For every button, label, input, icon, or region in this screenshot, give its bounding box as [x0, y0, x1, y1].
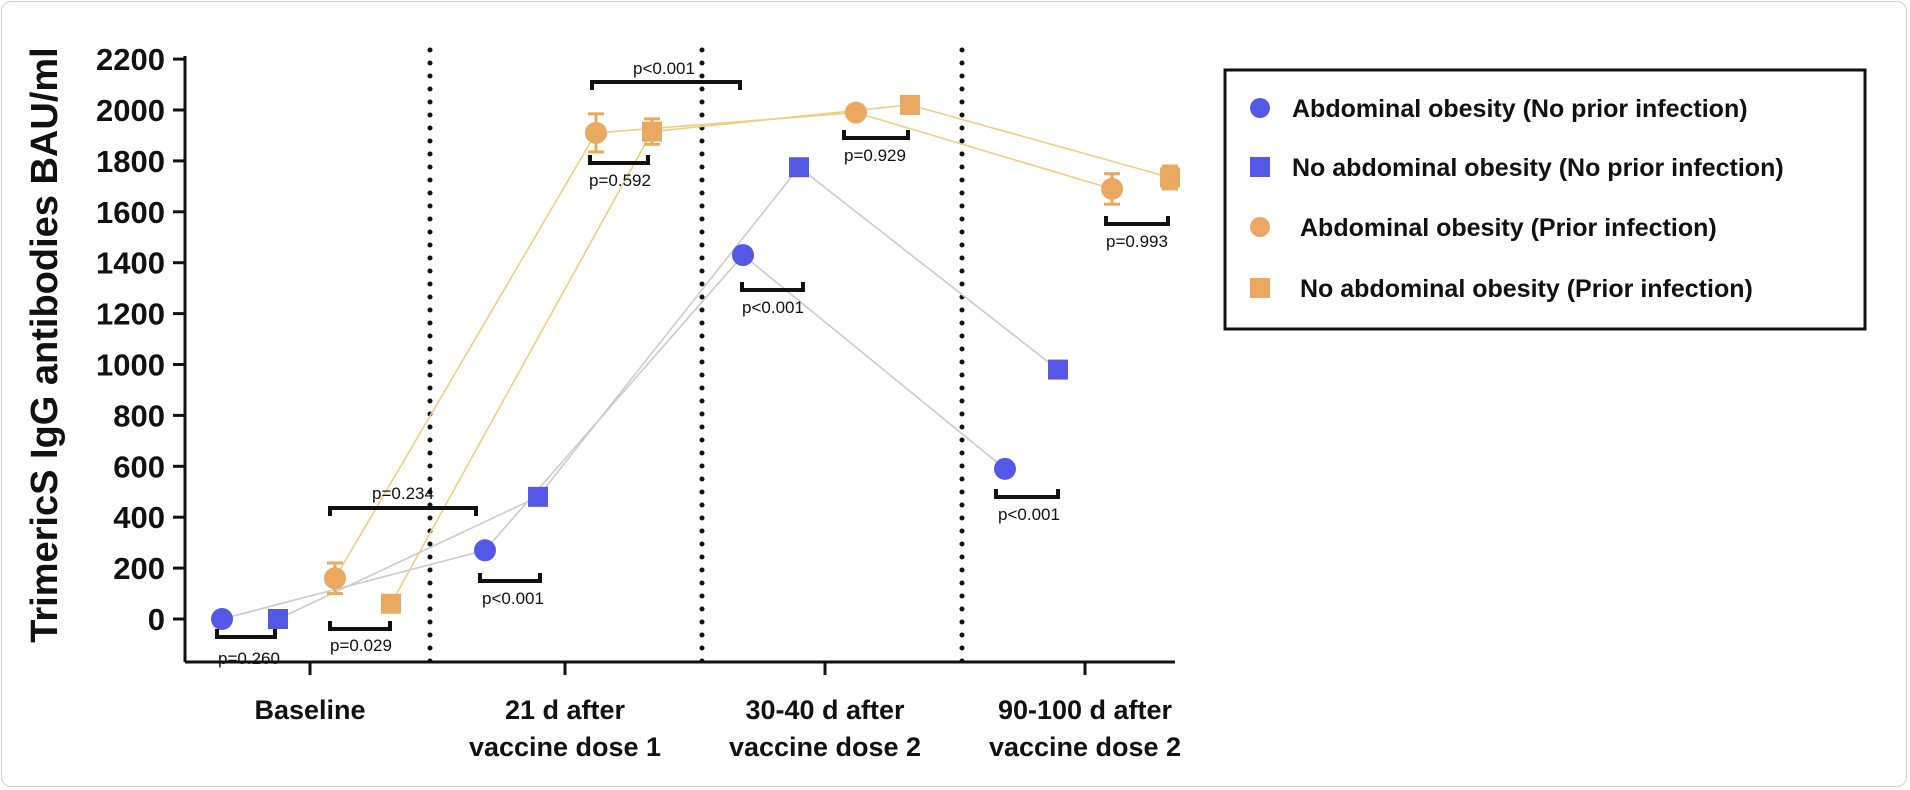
legend-label: Abdominal obesity (Prior infection) [1300, 214, 1717, 242]
data-point [211, 608, 233, 630]
data-point [474, 539, 496, 562]
x-tick-label: Baseline [254, 695, 365, 725]
x-tick-label: 21 d after [505, 695, 626, 725]
p-bracket [842, 130, 910, 140]
phase-dividers [427, 47, 965, 665]
legend: Abdominal obesity (No prior infection) No… [1223, 68, 1867, 331]
p-value-label: p=0.993 [1106, 232, 1168, 251]
x-categories: Baseline 21 d after vaccine dose 1 30-40 d … [254, 662, 1181, 762]
p-value-label: p=0.234 [372, 484, 434, 503]
p-value-label: p<0.001 [633, 59, 695, 78]
series-line [390, 104, 1171, 605]
axes [183, 56, 1175, 664]
data-point [845, 101, 867, 124]
y-tick-label: 400 [113, 500, 165, 535]
y-tick-label: 1200 [96, 297, 165, 332]
y-tick-label: 2200 [96, 42, 165, 77]
y-axis-label: TrimericS IgG antibodies BAU/ml [24, 47, 66, 642]
y-tick-label: 200 [113, 551, 165, 586]
series-line [334, 111, 1113, 579]
data-point [994, 457, 1016, 480]
data-point [1048, 359, 1068, 380]
legend-marker [1250, 98, 1270, 118]
series-line [221, 253, 1006, 620]
data-point [528, 486, 548, 507]
x-tick-label: vaccine dose 2 [729, 732, 921, 762]
p-bracket [215, 629, 277, 639]
legend-marker [1250, 157, 1270, 177]
p-value-label: p=0.929 [844, 146, 906, 165]
p-bracket [478, 573, 542, 583]
data-points [211, 94, 1180, 630]
p-bracket [328, 621, 392, 631]
data-point [789, 157, 809, 178]
p-value-label: p=0.029 [330, 636, 392, 655]
series-lines [221, 104, 1171, 620]
y-tick-label: 600 [113, 449, 165, 484]
y-tick-label: 0 [148, 602, 165, 637]
p-value-annotations: p=0.260 p=0.029 p=0.234 p<0.001 p=0.592 p<0.0… [215, 59, 1170, 668]
p-bracket [328, 506, 478, 516]
p-value-label: p=0.592 [589, 171, 651, 190]
p-value-label: p<0.001 [482, 589, 544, 608]
y-tick-label: 1800 [96, 144, 165, 179]
p-bracket [994, 489, 1060, 499]
data-point [1101, 177, 1123, 200]
y-tick-label: 1000 [96, 348, 165, 383]
x-tick-label: vaccine dose 2 [989, 732, 1181, 762]
p-value-label: p<0.001 [742, 298, 804, 317]
data-point [642, 121, 662, 142]
data-point [1160, 167, 1180, 188]
p-bracket [1104, 216, 1170, 226]
y-tick-label: 800 [113, 398, 165, 433]
p-value-label: p<0.001 [998, 505, 1060, 524]
p-bracket [590, 80, 742, 90]
legend-box [1223, 68, 1867, 331]
y-tick-label: 1600 [96, 195, 165, 230]
x-tick-label: 90-100 d after [998, 695, 1173, 725]
legend-label: No abdominal obesity (Prior infection) [1300, 275, 1753, 303]
data-point [268, 609, 288, 629]
data-point [381, 593, 401, 614]
p-value-label: p=0.260 [218, 649, 280, 668]
data-point [732, 244, 754, 267]
legend-label: Abdominal obesity (No prior infection) [1292, 95, 1748, 123]
legend-marker [1250, 278, 1270, 298]
data-point [900, 94, 920, 115]
data-point [324, 567, 346, 590]
series-line [277, 166, 1059, 620]
y-tick-label: 2000 [96, 93, 165, 128]
legend-label: No abdominal obesity (No prior infection… [1292, 154, 1784, 182]
x-tick-label: vaccine dose 1 [469, 732, 661, 762]
p-bracket [588, 155, 650, 165]
data-point [585, 121, 607, 144]
y-ticks: 0 200 400 600 800 1000 1200 1400 1600 1800 2000 220… [96, 42, 185, 637]
p-bracket [740, 282, 805, 292]
y-tick-label: 1400 [96, 246, 165, 281]
x-tick-label: 30-40 d after [745, 695, 905, 725]
legend-marker [1250, 217, 1270, 237]
